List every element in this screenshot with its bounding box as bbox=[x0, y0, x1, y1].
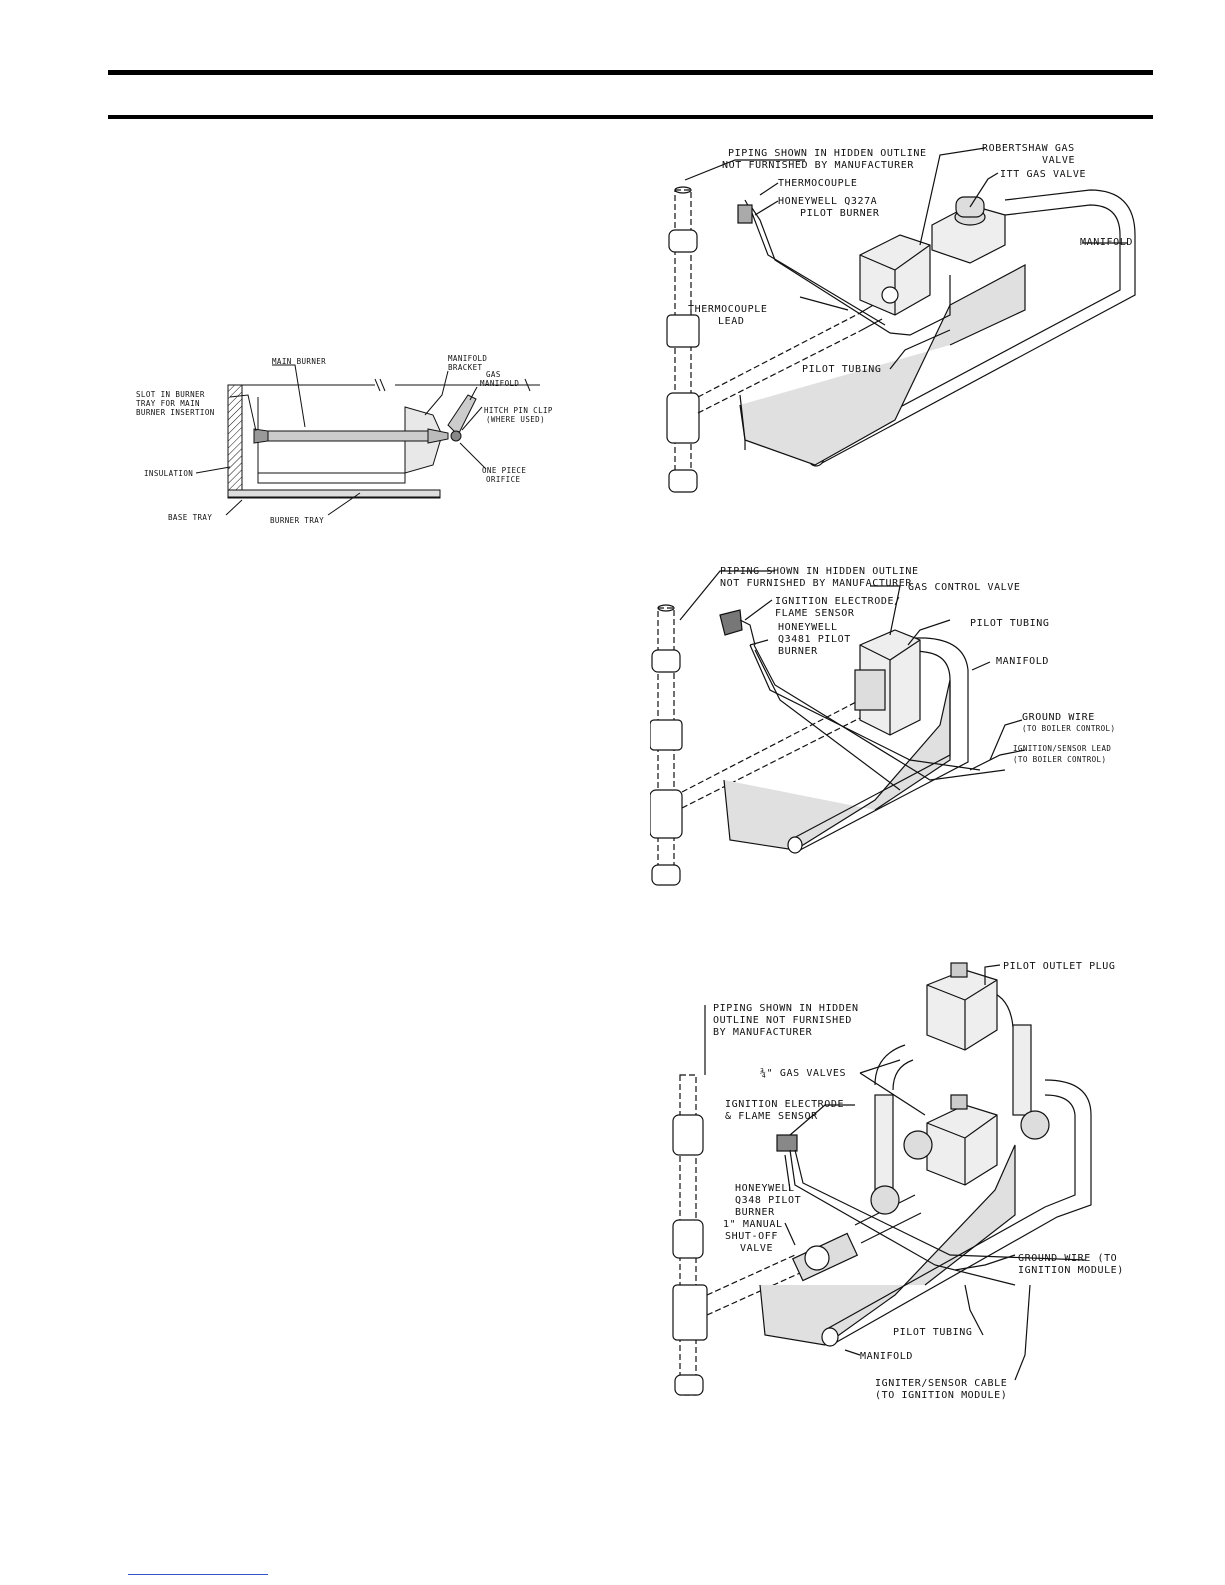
label-gas-control-valve: GAS CONTROL VALVE bbox=[908, 582, 1021, 593]
label-piping-2: NOT FURNISHED BY MANUFACTURER bbox=[722, 160, 914, 171]
label-manifold: MANIFOLD bbox=[1080, 237, 1133, 248]
label-piping-2: OUTLINE NOT FURNISHED bbox=[713, 1015, 852, 1026]
label-piping-2: NOT FURNISHED BY MANUFACTURER bbox=[720, 578, 912, 589]
label-burner-tray: BURNER TRAY bbox=[270, 516, 324, 525]
label-ground-wire-1: GROUND WIRE (TO bbox=[1018, 1253, 1117, 1264]
label-robertshaw-1: ROBERTSHAW GAS bbox=[982, 143, 1075, 154]
label-pilot-tubing: PILOT TUBING bbox=[893, 1327, 972, 1338]
label-insulation: INSULATION bbox=[144, 469, 193, 478]
label-gas-valves: ¾" GAS VALVES bbox=[760, 1067, 846, 1079]
label-shutoff-2: SHUT-OFF bbox=[725, 1231, 778, 1242]
label-robertshaw-2: VALVE bbox=[1042, 155, 1075, 166]
label-electrode-1: IGNITION ELECTRODE/ bbox=[775, 596, 901, 607]
label-cable-1: IGNITER/SENSOR CABLE bbox=[875, 1378, 1007, 1389]
label-ground-wire-2: (TO BOILER CONTROL) bbox=[1022, 724, 1115, 733]
label-slot-1: SLOT IN BURNER bbox=[136, 390, 205, 399]
label-gas-manifold-2: MANIFOLD bbox=[480, 379, 519, 388]
label-main-burner: MAIN BURNER bbox=[272, 357, 326, 366]
label-manifold: MANIFOLD bbox=[996, 656, 1049, 667]
label-honeywell-1: HONEYWELL bbox=[778, 622, 838, 633]
label-shutoff-1: 1" MANUAL bbox=[723, 1219, 783, 1230]
label-piping-3: BY MANUFACTURER bbox=[713, 1027, 813, 1038]
label-manifold: MANIFOLD bbox=[860, 1351, 913, 1362]
label-honeywell-2: Q348 PILOT bbox=[735, 1195, 801, 1206]
header-rule-top bbox=[108, 70, 1153, 75]
label-hitch-1: HITCH PIN CLIP bbox=[484, 406, 553, 415]
label-slot-3: BURNER INSERTION bbox=[136, 408, 215, 417]
label-honeywell-2: PILOT BURNER bbox=[800, 208, 880, 219]
label-gas-manifold-1: GAS bbox=[486, 370, 501, 379]
ignition-pilot-diagram: PIPING SHOWN IN HIDDEN OUTLINE NOT FURNI… bbox=[650, 566, 1115, 886]
label-manifold-bracket-2: BRACKET bbox=[448, 363, 482, 372]
label-piping-1: PIPING SHOWN IN HIDDEN bbox=[713, 1003, 859, 1014]
standing-pilot-diagram: PIPING SHOWN IN HIDDEN OUTLINE NOT FURNI… bbox=[666, 143, 1136, 493]
label-sensor-lead-1: IGNITION/SENSOR LEAD bbox=[1013, 744, 1111, 753]
label-electrode-2: & FLAME SENSOR bbox=[725, 1111, 818, 1122]
label-itt-gas-valve: ITT GAS VALVE bbox=[1000, 169, 1086, 180]
label-orifice-2: ORIFICE bbox=[486, 475, 520, 484]
burner-tray-diagram: MAIN BURNER MANIFOLD BRACKET GAS MANIFOL… bbox=[136, 355, 553, 525]
label-base-tray: BASE TRAY bbox=[168, 513, 212, 522]
label-manifold-bracket-1: MANIFOLD bbox=[448, 355, 487, 363]
header-rule-bottom bbox=[108, 115, 1153, 119]
label-pilot-outlet-plug: PILOT OUTLET PLUG bbox=[1003, 961, 1116, 972]
label-pilot-tubing: PILOT TUBING bbox=[802, 364, 881, 375]
footer-link-underline[interactable] bbox=[128, 1574, 268, 1575]
label-honeywell-1: HONEYWELL bbox=[735, 1183, 795, 1194]
dual-valve-diagram: PILOT OUTLET PLUG PIPING SHOWN IN HIDDEN… bbox=[672, 961, 1124, 1401]
label-honeywell-1: HONEYWELL Q327A bbox=[778, 196, 877, 207]
label-ground-wire-2: IGNITION MODULE) bbox=[1018, 1265, 1124, 1276]
label-honeywell-3: BURNER bbox=[735, 1207, 775, 1218]
label-slot-2: TRAY FOR MAIN bbox=[136, 399, 200, 408]
label-honeywell-3: BURNER bbox=[778, 646, 818, 657]
label-thermocouple: THERMOCOUPLE bbox=[778, 178, 857, 189]
label-piping-1: PIPING SHOWN IN HIDDEN OUTLINE bbox=[720, 566, 919, 577]
label-pilot-tubing: PILOT TUBING bbox=[970, 618, 1049, 629]
label-electrode-2: FLAME SENSOR bbox=[775, 608, 855, 619]
label-hitch-2: (WHERE USED) bbox=[486, 415, 545, 424]
label-sensor-lead-2: (TO BOILER CONTROL) bbox=[1013, 755, 1106, 764]
label-thermocouple-lead-2: LEAD bbox=[718, 316, 744, 327]
label-shutoff-3: VALVE bbox=[740, 1243, 773, 1254]
label-honeywell-2: Q3481 PILOT bbox=[778, 634, 851, 645]
label-thermocouple-lead-1: THERMOCOUPLE bbox=[688, 304, 767, 315]
label-electrode-1: IGNITION ELECTRODE bbox=[725, 1099, 844, 1110]
label-piping-1: PIPING SHOWN IN HIDDEN OUTLINE bbox=[728, 148, 927, 159]
label-ground-wire-1: GROUND WIRE bbox=[1022, 712, 1095, 723]
label-cable-2: (TO IGNITION MODULE) bbox=[875, 1390, 1007, 1401]
label-orifice-1: ONE PIECE bbox=[482, 466, 526, 475]
